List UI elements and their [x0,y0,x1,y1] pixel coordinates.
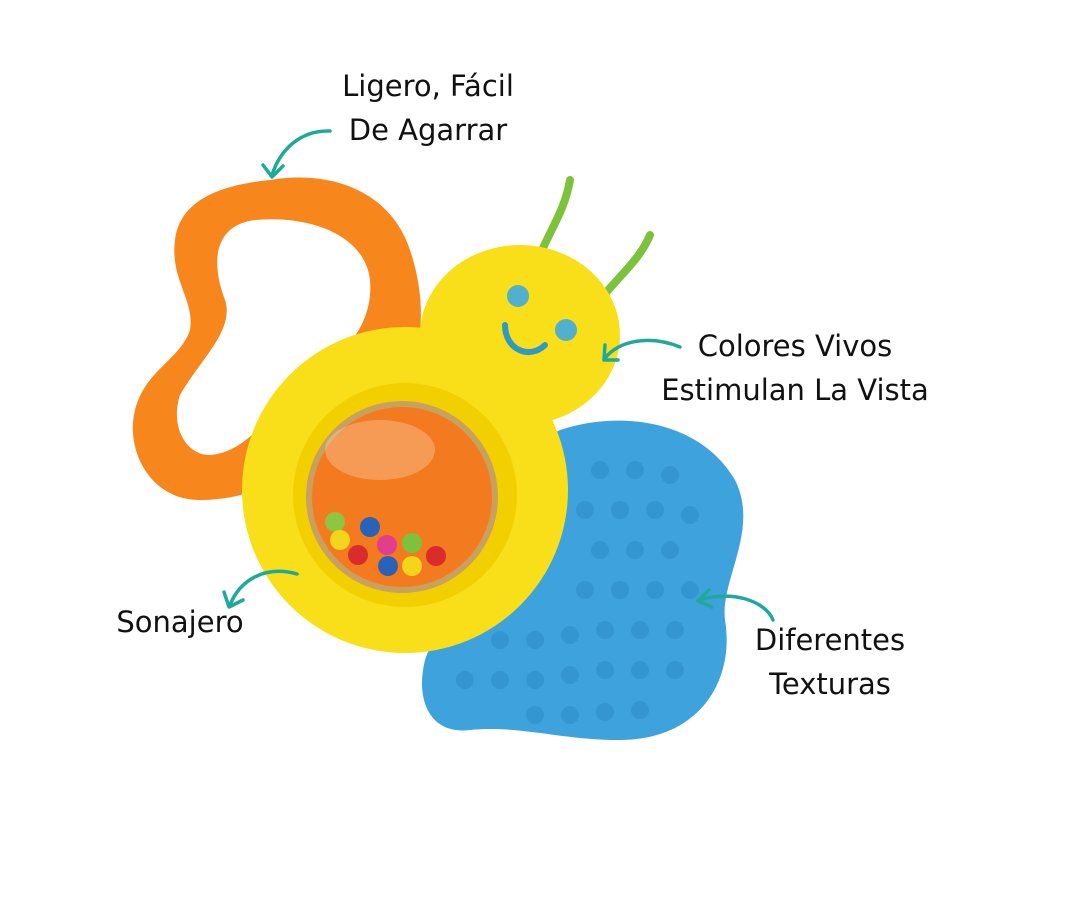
label-textures: Diferentes Texturas [730,618,930,706]
arrow-colors [602,338,682,362]
arrow-textures [696,588,775,622]
label-rattle-line1: Sonajero [116,605,244,639]
right-antenna [596,231,654,304]
label-grip-line2: De Agarrar [348,113,508,147]
rattle-beads [325,512,446,576]
label-textures-line1: Diferentes [754,623,906,657]
orange-handle [132,177,421,500]
label-textures-line2: Texturas [769,667,891,701]
arrow-grip [261,129,332,179]
label-colors-line1: Colores Vivos [697,329,893,363]
label-grip-line1: Ligero, Fácil [342,69,514,103]
label-rattle: Sonajero [100,600,260,644]
arrow-rattle [222,569,299,609]
right-eye [555,319,577,341]
label-colors: Colores Vivos Estimulan La Vista [640,324,950,412]
wing-texture-dots [456,461,699,724]
blue-teether-wing [422,420,744,740]
left-antenna [536,176,574,259]
annotation-arrows [222,129,775,622]
left-eye [507,285,529,307]
label-grip: Ligero, Fácil De Agarrar [318,64,538,152]
smile [502,322,548,356]
label-colors-line2: Estimulan La Vista [661,373,929,407]
